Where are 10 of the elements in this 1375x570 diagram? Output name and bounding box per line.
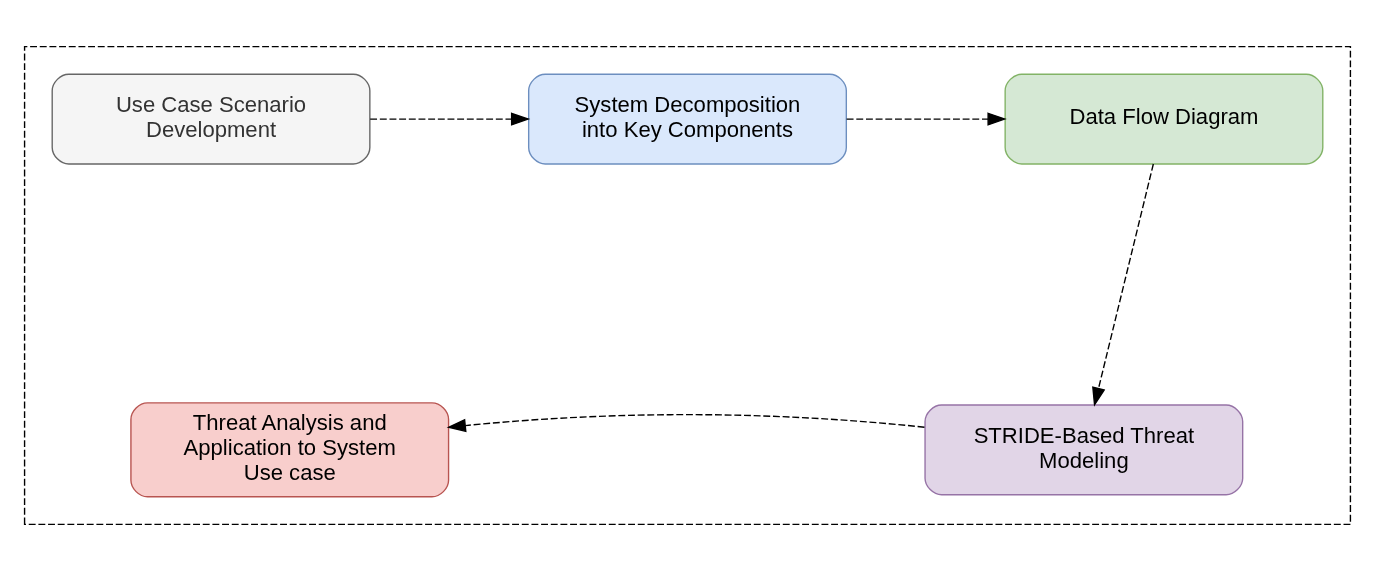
node-box: Threat Analysis and Application to System Use case (130, 401, 450, 497)
node-box: Data Flow Diagram (1004, 73, 1324, 165)
arrow (446, 413, 926, 432)
arrow (369, 111, 531, 126)
node-box: STRIDE-Based Threat Modeling (924, 403, 1244, 495)
cluster (23, 45, 1352, 525)
arrow (845, 111, 1007, 126)
arrow (1092, 162, 1155, 407)
node-box: System Decomposition into Key Components (528, 73, 847, 165)
node-box: Use Case Scenario Development (51, 73, 371, 165)
